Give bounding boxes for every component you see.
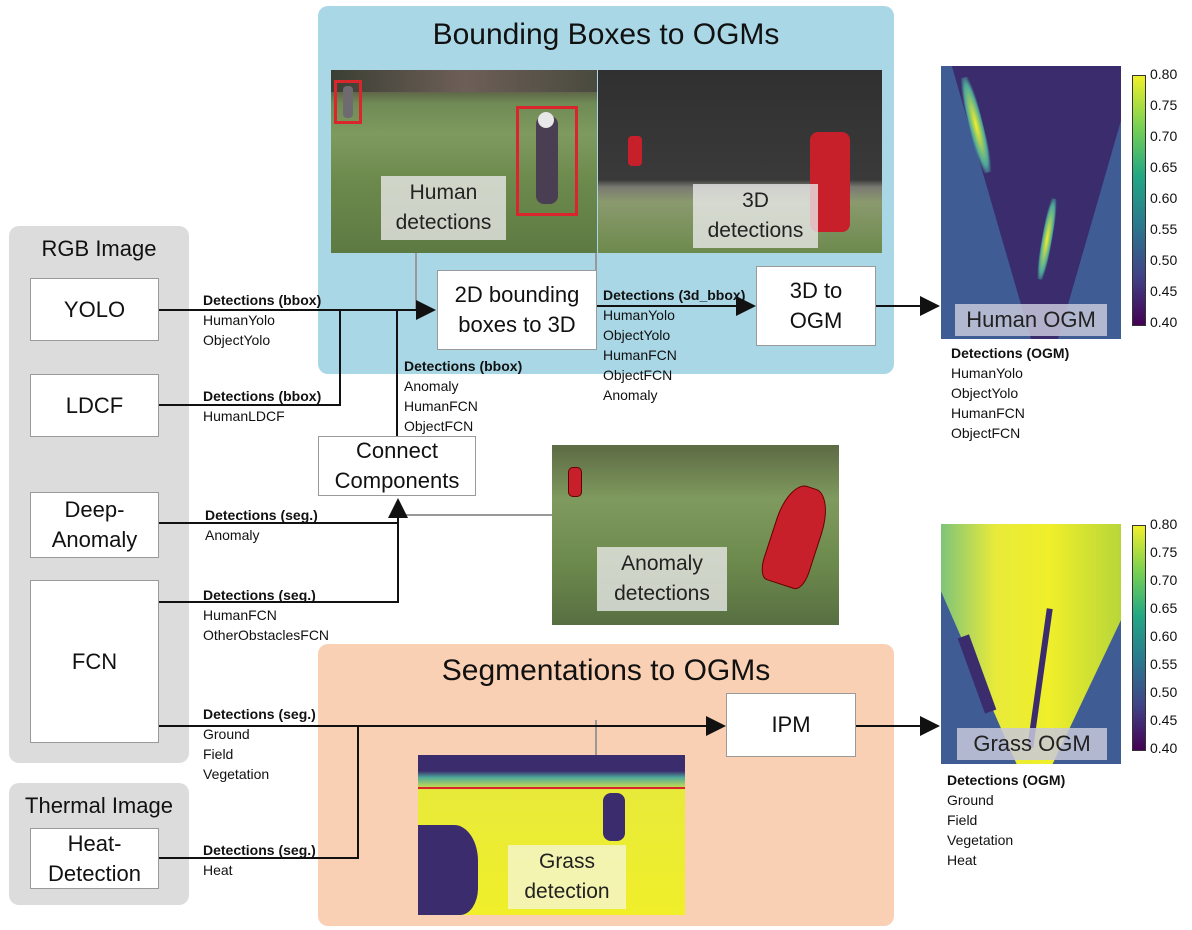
edge-label-anomaly: Detections (seg.) Anomaly [205,507,318,543]
bbox-red-small [334,80,362,124]
fcn-node: FCN [30,580,159,743]
grass-ogm-label: Grass OGM [957,728,1107,760]
thermal-panel-title: Thermal Image [25,793,173,818]
deep-anomaly-node: Deep-Anomaly [30,492,159,558]
edge-label-connect: Detections (bbox) Anomaly HumanFCN Objec… [404,358,523,434]
ldcf-node: LDCF [30,374,159,437]
grass-ogm-colorbar-ticks: 0.80 0.75 0.70 0.65 0.60 0.55 0.50 0.45 … [1150,516,1178,756]
edge-label-fcn-bottom: Detections (seg.) Ground Field Vegetatio… [203,706,316,782]
grass-ogm-legend: Detections (OGM) Ground Field Vegetation… [947,772,1066,868]
edge-label-yolo: Detections (bbox) HumanYolo ObjectYolo [203,292,322,348]
human-ogm-label: Human OGM [955,304,1107,336]
seg-panel-title: Segmentations to OGMs [441,654,771,687]
human-ogm-map: Human OGM [941,66,1121,339]
ipm-node: IPM [726,693,856,757]
edge-label-ldcf: Detections (bbox) HumanLDCF [203,388,322,424]
grass-ogm-colorbar [1132,525,1146,751]
3d-detections-label: 3D detections [693,184,818,248]
human-ogm-legend: Detections (OGM) HumanYolo ObjectYolo Hu… [951,345,1070,441]
edge-label-heat: Detections (seg.) Heat [203,842,316,878]
anomaly-detections-image: Anomaly detections [552,445,839,625]
edge-label-bb3d: Detections (3d_bbox) HumanYolo ObjectYol… [603,287,746,403]
grass-detection-image: Grass detection [418,755,685,915]
grass-detection-label: Grass detection [508,845,626,909]
anomaly-detections-label: Anomaly detections [597,547,727,611]
rgb-panel-title: RGB Image [41,236,157,261]
heat-detection-node: Heat-Detection [30,828,159,889]
bbox-panel-title: Bounding Boxes to OGMs [432,18,780,51]
human-ogm-colorbar-ticks: 0.80 0.75 0.70 0.65 0.60 0.55 0.50 0.45 … [1150,66,1178,330]
edge-label-fcn-top: Detections (seg.) HumanFCN OtherObstacle… [203,587,330,643]
bbox-red-large [516,106,578,216]
human-ogm-colorbar [1132,75,1146,326]
yolo-node: YOLO [30,278,159,341]
3d-detections-image: 3D detections [598,70,882,253]
human-detections-image: Human detections [331,70,597,253]
human-detections-label: Human detections [381,176,506,240]
grass-ogm-map: Grass OGM [941,524,1121,764]
